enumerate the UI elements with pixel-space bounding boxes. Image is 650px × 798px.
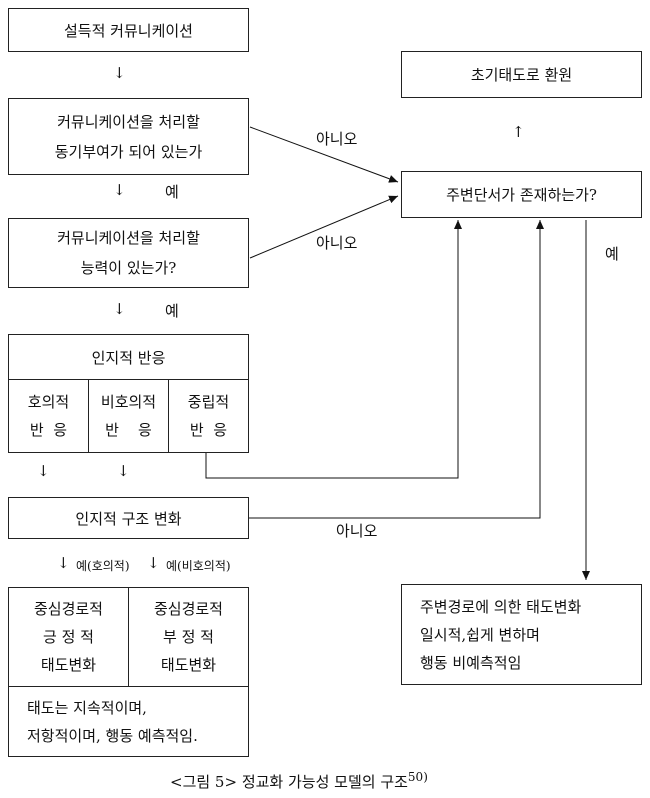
ability-line-1: 커뮤니케이션을 처리할 xyxy=(57,229,200,247)
central-result-cell: 태도는 지속적이며, 저항적이며, 행동 예측적임. xyxy=(9,687,248,756)
down-arrow-3: ↓ xyxy=(113,300,126,318)
ability-box: 커뮤니케이션을 처리할 능력이 있는가? xyxy=(8,218,249,288)
yes-label-cue: 예 xyxy=(605,245,619,263)
figure-caption: <그림 5> 정교화 가능성 모델의 구조50) xyxy=(170,770,428,792)
initial-attitude-return-label: 초기태도로 환원 xyxy=(470,66,573,84)
central-positive-line-3: 태도변화 xyxy=(40,656,97,674)
down-arrow-positive: ↓ xyxy=(57,554,70,572)
down-arrow-unfavorable: ↓ xyxy=(117,462,130,480)
peripheral-cue-label: 주변단서가 존재하는가? xyxy=(446,186,597,204)
no-label-ability: 아니오 xyxy=(316,234,358,252)
peripheral-cue-box: 주변단서가 존재하는가? xyxy=(401,171,642,218)
neutral-line-1: 중립적 xyxy=(187,393,230,411)
unfavorable-line-1: 비호의적 xyxy=(100,393,157,411)
initial-attitude-return-box: 초기태도로 환원 xyxy=(401,51,642,98)
no-label-motivation: 아니오 xyxy=(316,130,358,148)
favorable-line-1: 호의적 xyxy=(27,393,70,411)
central-route-box: 중심경로적 긍 정 적 태도변화 중심경로적 부 정 적 태도변화 태도는 지속… xyxy=(8,587,249,757)
cognitive-response-title: 인지적 반응 xyxy=(91,348,166,367)
motivation-box: 커뮤니케이션을 처리할 동기부여가 되어 있는가 xyxy=(8,98,249,175)
figure-caption-text: <그림 5> 정교화 가능성 모델의 구조 xyxy=(170,773,408,791)
unfavorable-response-cell: 비호의적 반 응 xyxy=(89,380,168,452)
central-positive-line-1: 중심경로적 xyxy=(33,600,103,618)
down-arrow-negative: ↓ xyxy=(147,554,160,572)
figure-caption-ref: 50) xyxy=(407,770,428,784)
central-negative-line-2: 부 정 적 xyxy=(163,628,214,646)
cognitive-response-box: 인지적 반응 호의적 반 응 비호의적 반 응 중립적 반 응 xyxy=(8,334,249,453)
cognitive-response-title-cell: 인지적 반응 xyxy=(9,335,248,379)
motivation-line-1: 커뮤니케이션을 처리할 xyxy=(57,112,200,131)
structure-change-box: 인지적 구조 변화 xyxy=(8,497,249,539)
yes-unfavorable-label: 예(비호의적) xyxy=(166,559,231,573)
ability-line-2: 능력이 있는가? xyxy=(80,259,177,277)
central-result-line-1: 태도는 지속적이며, xyxy=(27,698,147,717)
peripheral-change-line-3: 행동 비예측적임 xyxy=(420,653,522,672)
yes-label-motivation: 예 xyxy=(165,183,179,201)
motivation-line-2: 동기부여가 되어 있는가 xyxy=(54,142,203,161)
favorable-line-2: 반 응 xyxy=(29,421,68,439)
central-negative-cell: 중심경로적 부 정 적 태도변화 xyxy=(129,588,248,686)
central-positive-cell: 중심경로적 긍 정 적 태도변화 xyxy=(9,588,128,686)
down-arrow-2: ↓ xyxy=(113,181,126,199)
arrow-structure-no xyxy=(249,220,544,519)
yes-label-ability: 예 xyxy=(165,302,179,320)
yes-favorable-label: 예(호의적) xyxy=(76,559,130,573)
arrow-motivation-no xyxy=(249,126,399,183)
persuasive-communication-box: 설득적 커뮤니케이션 xyxy=(8,8,249,52)
peripheral-change-line-2: 일시적,쉽게 변하며 xyxy=(420,625,540,644)
central-negative-line-1: 중심경로적 xyxy=(153,600,223,618)
central-result-line-2: 저항적이며, 행동 예측적임. xyxy=(27,726,198,745)
down-arrow-1: ↓ xyxy=(113,64,126,82)
arrow-neutral-to-cue xyxy=(205,220,462,479)
persuasive-communication-label: 설득적 커뮤니케이션 xyxy=(64,21,193,40)
neutral-line-2: 반 응 xyxy=(189,421,228,439)
central-positive-line-2: 긍 정 적 xyxy=(43,628,94,646)
neutral-response-cell: 중립적 반 응 xyxy=(169,380,248,452)
down-arrow-favorable: ↓ xyxy=(37,462,50,480)
peripheral-change-line-1: 주변경로에 의한 태도변화 xyxy=(420,597,582,616)
unfavorable-line-2: 반 응 xyxy=(105,421,152,439)
peripheral-change-box: 주변경로에 의한 태도변화 일시적,쉽게 변하며 행동 비예측적임 xyxy=(401,584,642,685)
central-negative-line-3: 태도변화 xyxy=(160,656,217,674)
favorable-response-cell: 호의적 반 응 xyxy=(9,380,88,452)
up-arrow: ↑ xyxy=(512,123,525,141)
structure-change-label: 인지적 구조 변화 xyxy=(75,509,182,528)
no-label-structure: 아니오 xyxy=(336,522,378,540)
arrow-ability-no xyxy=(249,195,399,259)
